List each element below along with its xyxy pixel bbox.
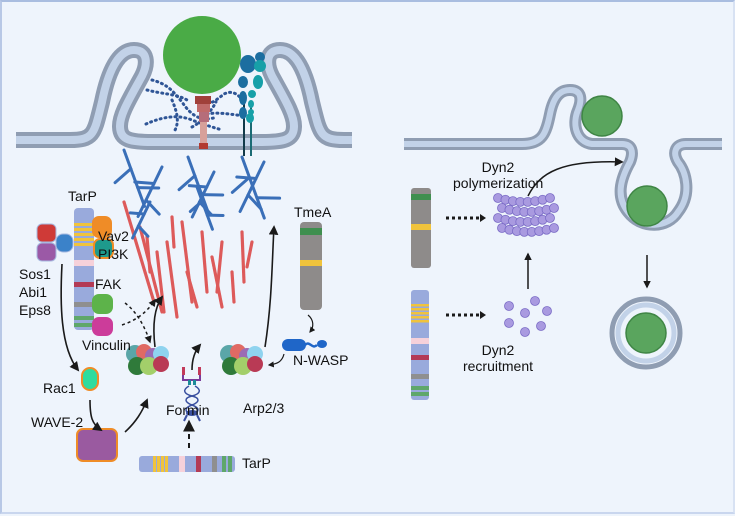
fak-icon (92, 294, 113, 314)
rac1-icon (82, 368, 98, 390)
arp23-complex-icon (220, 344, 263, 375)
bacterium-icon (627, 186, 667, 226)
actin-filament (167, 242, 177, 317)
dyn2-subunit (505, 319, 514, 328)
dyn2-subunit (543, 307, 552, 316)
label-tmea: TmeA (294, 204, 331, 220)
label-pi3k: PI3K (98, 246, 128, 262)
actin-branch (237, 177, 256, 179)
bacterium-icon (582, 96, 622, 136)
label-vinculin: Vinculin (82, 337, 131, 353)
dyn2-subunit (505, 302, 514, 311)
label-nwasp: N-WASP (293, 352, 348, 368)
label-eps8: Eps8 (19, 302, 51, 318)
dyn2-subunit (537, 322, 546, 331)
tmea-protein-right (411, 188, 431, 268)
dyn2-subunit (531, 297, 540, 306)
vinculin-icon (92, 317, 113, 336)
label-dyn2-recruitment-line1: Dyn2 (453, 342, 543, 358)
branched-actin-network (115, 150, 280, 238)
actin-branch (135, 182, 154, 184)
dyn2-free-subunits (505, 297, 552, 337)
actin-filament (147, 237, 150, 272)
dyn2-subunit (550, 204, 559, 213)
arp23-complex-icon (126, 344, 169, 375)
sos1-abi1-eps8-complex (37, 224, 73, 261)
label-wave2: WAVE-2 (31, 414, 83, 430)
label-dyn2-polymerization-line2: polymerization (453, 175, 543, 191)
label-arp23: Arp2/3 (243, 400, 284, 416)
actin-branch (124, 150, 145, 206)
dyn2-subunit (546, 194, 555, 203)
label-tarp-top: TarP (68, 188, 97, 204)
actin-filament (247, 242, 252, 267)
actin-branch (138, 167, 162, 217)
label-formin: Formin (166, 402, 210, 418)
nwasp-icon (282, 339, 327, 351)
actin-branch (115, 169, 131, 183)
label-dyn2-recruitment-line2: recruitment (453, 358, 543, 374)
actin-filament (202, 232, 207, 292)
label-rac1: Rac1 (43, 380, 76, 396)
dyn2-subunit (521, 309, 530, 318)
wave2-icon (77, 429, 117, 461)
actin-filament (172, 217, 174, 247)
dyn2-subunit (550, 224, 559, 233)
actin-filament (232, 272, 234, 302)
tarp-protein-horizontal (139, 456, 235, 472)
tmea-protein (300, 222, 322, 310)
label-fak: FAK (95, 276, 121, 292)
arrowhead (480, 214, 486, 222)
arp-subunit (247, 356, 263, 372)
label-tarp-bottom: TarP (242, 455, 271, 471)
bacterium-icon (163, 16, 241, 94)
arrowhead (480, 311, 486, 319)
dyn2-polymer-helix (494, 194, 559, 237)
dyn2-subunit (521, 328, 530, 337)
label-dyn2-polymerization-line1: Dyn2 (453, 159, 543, 175)
dotted-arrows-right (446, 218, 480, 315)
actin-filament (242, 232, 244, 282)
label-vav2: Vav2 (98, 228, 129, 244)
label-abi1: Abi1 (19, 284, 47, 300)
arp-subunit (153, 356, 169, 372)
actin-branch (179, 176, 195, 190)
tarp-protein-right (411, 290, 429, 400)
tarp-protein-vertical (74, 208, 94, 330)
internalized-vacuole (612, 299, 680, 367)
host-membrane-right (404, 90, 722, 225)
label-sos1: Sos1 (19, 266, 51, 282)
actin-branch (232, 177, 249, 192)
actin-branch (130, 213, 144, 214)
actin-filament (217, 242, 222, 292)
dyn2-subunit (546, 214, 555, 223)
